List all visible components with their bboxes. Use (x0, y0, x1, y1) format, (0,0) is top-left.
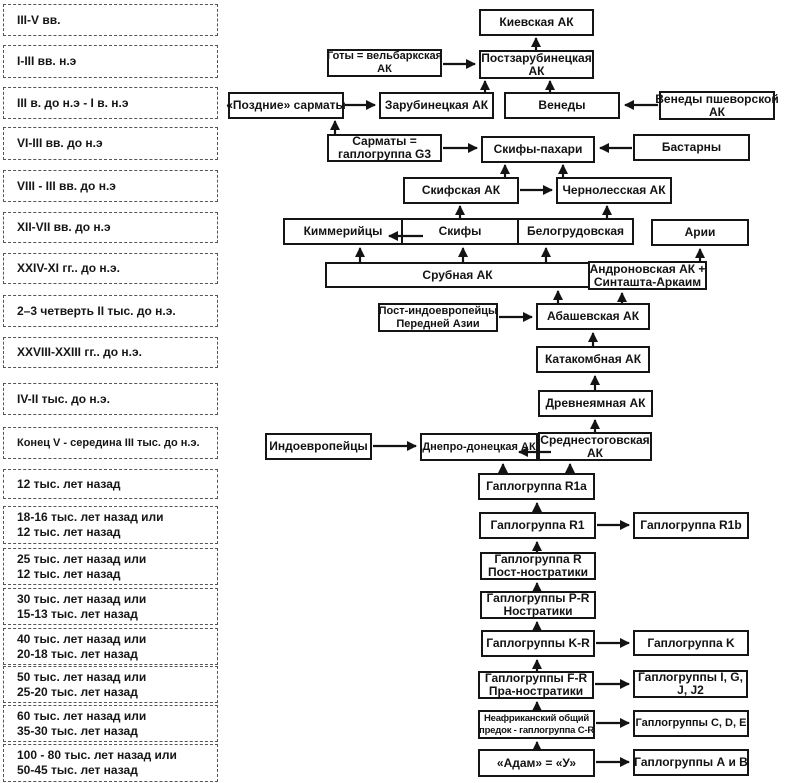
node-gaplogruppa-r-post-nostratiki: Гаплогруппа R Пост-ностратики (480, 552, 596, 580)
node-dnepro-doneckaya-ak: Днепро-донецкая АК (420, 433, 538, 461)
timeline-row-5: VIII - III вв. до н.э (3, 170, 218, 202)
timeline-row-3: III в. до н.э - I в. н.э (3, 87, 218, 119)
node-venedy: Венеды (504, 92, 620, 119)
node-venedy-pshevorskoy-ak: Венеды пшеворской АК (655, 91, 779, 120)
node-gaplogruppy-kr: Гаплогруппы K-R (481, 630, 595, 657)
timeline-row-18: 60 тыс. лет назад или 35-30 тыс. лет наз… (3, 705, 218, 742)
node-andronovskaya-sintashta: Андроновская АК + Синташта-Аркаим (588, 261, 707, 290)
node-katakombnaya-ak: Катакомбная АК (536, 346, 650, 373)
node-gaplogruppy-c-d-e: Гаплогруппы C, D, E (633, 710, 749, 737)
timeline-row-7: XXIV-XI гг.. до н.э. (3, 253, 218, 284)
timeline-row-12: 12 тыс. лет назад (3, 469, 218, 499)
node-drevneyamnaya-ak: Древнеямная АК (538, 390, 653, 417)
node-skify: Скифы (401, 218, 519, 245)
timeline-row-15: 30 тыс. лет назад или 15-13 тыс. лет наз… (3, 588, 218, 625)
node-zarubineckaya-ak: Зарубинецкая АК (379, 92, 494, 119)
timeline-row-6: XII-VII вв. до н.э (3, 212, 218, 243)
node-arii: Арии (651, 219, 749, 246)
timeline-row-4: VI-III вв. до н.э (3, 127, 218, 160)
node-gaplogruppa-r1b: Гаплогруппа R1b (633, 512, 749, 539)
node-srednestogovskaya-ak: Среднестоговская АК (538, 432, 652, 461)
node-adam-y: «Адам» = «У» (478, 749, 595, 777)
node-belogrudovskaya: Белогрудовская (517, 218, 634, 245)
node-gaplogruppy-pr-nostratiki: Гаплогруппы P-R Ностратики (480, 591, 596, 619)
timeline-row-8: 2–3 четверть II тыс. до н.э. (3, 295, 218, 327)
node-indoevropeytsy: Индоевропейцы (265, 433, 372, 460)
timeline-row-10: IV-II тыс. до н.э. (3, 383, 218, 415)
timeline-row-14: 25 тыс. лет назад или 12 тыс. лет назад (3, 548, 218, 585)
timeline-row-1: III-V вв. (3, 4, 218, 36)
node-pozdnie-sarmaty: «Поздние» сарматы (226, 92, 346, 119)
node-kievskaya-ak: Киевская АК (479, 9, 594, 36)
node-skify-pakhari: Скифы-пахари (481, 136, 595, 163)
node-neafrikanskiy-predok-cr: Неафриканский общий предок - гаплогруппа… (478, 710, 595, 739)
node-srubnaya-ak: Срубная АК (325, 262, 590, 288)
node-abashevskaya-ak: Абашевская АК (536, 303, 650, 330)
node-gaplogruppy-i-g-j-j2: Гаплогруппы I, G, J, J2 (633, 670, 748, 698)
node-postzarubineckaya-ak: Постзарубинецкая АК (479, 50, 594, 79)
node-gaplogruppy-a-i-b: Гаплогруппы А и В (633, 749, 749, 776)
node-bastarny: Бастарны (633, 134, 750, 161)
timeline-row-13: 18-16 тыс. лет назад или 12 тыс. лет наз… (3, 506, 218, 544)
timeline-row-9: XXVIII-XXIII гг.. до н.э. (3, 337, 218, 368)
node-sarmaty-gaplogruppa-g3: Сарматы = гаплогруппа G3 (327, 134, 442, 162)
node-skifskaya-ak: Скифская АК (403, 177, 519, 204)
node-chernolesskaya-ak: Чернолесская АК (556, 177, 672, 204)
node-kimmeriytsy: Киммерийцы (283, 218, 403, 245)
timeline-row-16: 40 тыс. лет назад или 20-18 тыс. лет наз… (3, 628, 218, 665)
node-gaplogruppa-r1a: Гаплогруппа R1a (478, 473, 595, 500)
node-gaplogruppa-r1: Гаплогруппа R1 (479, 512, 596, 539)
node-gaplogruppy-fr-pra-nostratiki: Гаплогруппы F-R Пра-ностратики (478, 671, 594, 699)
timeline-row-11: Конец V - середина III тыс. до н.э. (3, 427, 218, 459)
timeline-row-19: 100 - 80 тыс. лет назад или 50-45 тыс. л… (3, 744, 218, 782)
node-goty-velbarkskaya: Готы = вельбаркская АК (326, 49, 443, 77)
timeline-row-17: 50 тыс. лет назад или 25-20 тыс. лет наз… (3, 666, 218, 703)
timeline-row-2: I-III вв. н.э (3, 45, 218, 78)
node-post-indoevropeytsy: Пост-индоевропейцы Передней Азии (378, 303, 498, 332)
node-gaplogruppa-k: Гаплогруппа K (633, 630, 749, 656)
